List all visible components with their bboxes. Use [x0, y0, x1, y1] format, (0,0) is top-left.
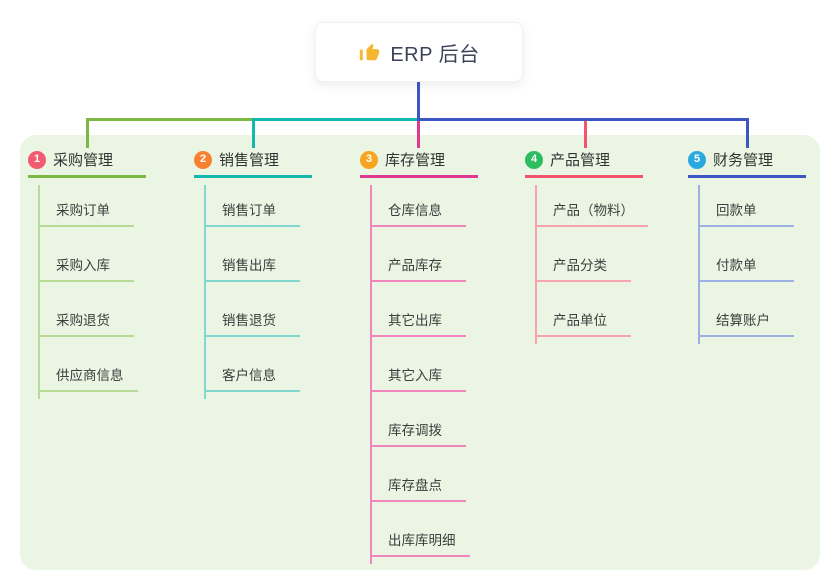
child-node[interactable]: 产品分类 [535, 227, 631, 282]
root-node[interactable]: ERP 后台 [315, 22, 523, 82]
branches-background-panel [20, 135, 820, 570]
child-node[interactable]: 采购退货 [38, 282, 134, 337]
child-node[interactable]: 采购订单 [38, 178, 134, 227]
child-label: 采购入库 [56, 258, 110, 273]
branch-number-badge: 4 [525, 150, 543, 169]
child-label: 产品单位 [553, 313, 607, 328]
branch-product: 4 产品管理 产品（物料） 产品分类 产品单位 [525, 148, 665, 344]
child-label: 付款单 [716, 258, 757, 273]
child-label: 库存盘点 [388, 478, 442, 493]
child-node[interactable]: 仓库信息 [370, 178, 466, 227]
thumbs-up-icon [360, 43, 380, 61]
branch-children-line [698, 185, 700, 344]
child-node[interactable]: 销售退货 [204, 282, 300, 337]
connector-bus-blue [417, 118, 749, 121]
child-node[interactable]: 其它出库 [370, 282, 466, 337]
child-node[interactable]: 供应商信息 [38, 337, 138, 392]
branch-header-inventory[interactable]: 3 库存管理 [360, 148, 478, 178]
child-label: 采购订单 [56, 203, 110, 218]
connector-drop-inventory [417, 121, 420, 148]
connector-drop-purchase [86, 118, 89, 148]
child-node[interactable]: 付款单 [698, 227, 794, 282]
child-node[interactable]: 客户信息 [204, 337, 300, 392]
child-label: 产品库存 [388, 258, 442, 273]
root-title: ERP 后台 [390, 43, 480, 66]
connector-drop-sales [252, 118, 255, 148]
branch-children-line [370, 185, 372, 564]
branch-label: 库存管理 [385, 152, 446, 169]
branch-number-badge: 3 [360, 150, 378, 169]
branch-children-line [38, 185, 40, 399]
connector-drop-product [584, 121, 587, 148]
child-node[interactable]: 销售订单 [204, 178, 300, 227]
child-label: 销售退货 [222, 313, 276, 328]
branch-header-finance[interactable]: 5 财务管理 [688, 148, 806, 178]
branch-header-sales[interactable]: 2 销售管理 [194, 148, 312, 178]
child-label: 结算账户 [716, 313, 770, 328]
child-label: 其它入库 [388, 368, 442, 383]
branch-sales: 2 销售管理 销售订单 销售出库 销售退货 客户信息 [194, 148, 334, 399]
branch-header-product[interactable]: 4 产品管理 [525, 148, 643, 178]
connector-drop-finance [746, 118, 749, 148]
child-label: 客户信息 [222, 368, 276, 383]
child-label: 供应商信息 [56, 368, 124, 383]
child-label: 其它出库 [388, 313, 442, 328]
child-label: 销售出库 [222, 258, 276, 273]
child-node[interactable]: 采购入库 [38, 227, 134, 282]
branch-label: 产品管理 [550, 152, 611, 169]
child-node[interactable]: 销售出库 [204, 227, 300, 282]
connector-bus-teal [252, 118, 419, 121]
child-label: 产品分类 [553, 258, 607, 273]
child-label: 采购退货 [56, 313, 110, 328]
child-node[interactable]: 产品库存 [370, 227, 466, 282]
branch-number-badge: 2 [194, 150, 212, 169]
child-node[interactable]: 结算账户 [698, 282, 794, 337]
child-node[interactable]: 出库库明细 [370, 502, 470, 557]
branch-label: 财务管理 [713, 152, 774, 169]
connector-bus-green [86, 118, 254, 121]
child-label: 出库库明细 [388, 533, 456, 548]
child-node[interactable]: 回款单 [698, 178, 794, 227]
child-node[interactable]: 库存调拨 [370, 392, 466, 447]
child-label: 库存调拨 [388, 423, 442, 438]
branch-inventory: 3 库存管理 仓库信息 产品库存 其它出库 其它入库 库存调拨 库存盘点 出库库… [360, 148, 500, 564]
child-label: 回款单 [716, 203, 757, 218]
branch-label: 销售管理 [219, 152, 280, 169]
child-node[interactable]: 产品（物料） [535, 178, 648, 227]
branch-children-line [204, 185, 206, 399]
child-label: 仓库信息 [388, 203, 442, 218]
child-node[interactable]: 库存盘点 [370, 447, 466, 502]
branch-label: 采购管理 [53, 152, 114, 169]
child-label: 销售订单 [222, 203, 276, 218]
branch-number-badge: 5 [688, 150, 706, 169]
connector-root-drop [417, 82, 420, 121]
child-label: 产品（物料） [553, 203, 634, 218]
branch-finance: 5 财务管理 回款单 付款单 结算账户 [688, 148, 828, 344]
branch-purchase: 1 采购管理 采购订单 采购入库 采购退货 供应商信息 [28, 148, 168, 399]
child-node[interactable]: 产品单位 [535, 282, 631, 337]
branch-children-line [535, 185, 537, 344]
branch-header-purchase[interactable]: 1 采购管理 [28, 148, 146, 178]
branch-number-badge: 1 [28, 150, 46, 169]
child-node[interactable]: 其它入库 [370, 337, 466, 392]
